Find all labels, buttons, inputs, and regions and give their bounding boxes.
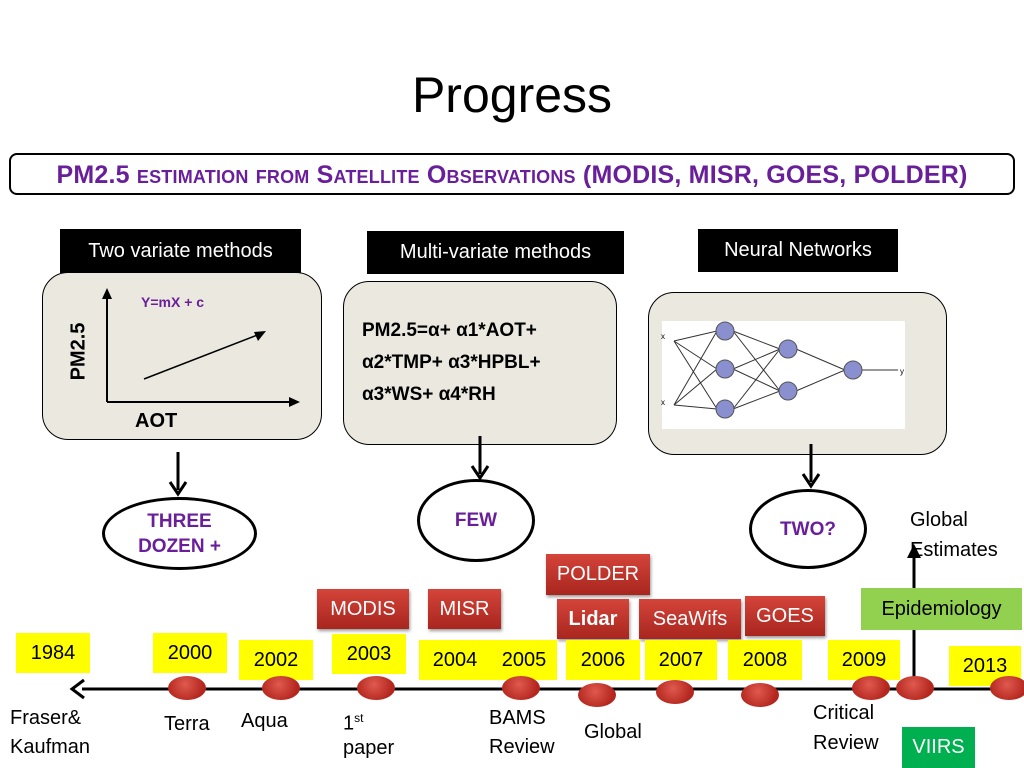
year-2000: 2000	[153, 633, 227, 673]
two-variate-panel	[42, 272, 322, 440]
equation-line-3: α3*WS+ α4*RH	[362, 384, 496, 405]
input-x2-label: x	[661, 398, 665, 407]
timeline-marker-2005	[502, 676, 540, 700]
three-dozen-ellipse: THREE DOZEN +	[102, 497, 257, 570]
global-estimates-line-2: Estimates	[910, 539, 998, 561]
page-title: Progress	[411, 67, 613, 123]
critical-review-line-1: Critical	[813, 702, 875, 724]
equation-line-2: α2*TMP+ α3*HPBL+	[362, 352, 541, 373]
neural-networks-header: Neural Networks	[698, 229, 898, 272]
count-line-2: DOZEN +	[138, 535, 221, 557]
lidar-box: Lidar	[557, 599, 629, 639]
equation-line-1: PM2.5=α+ α1*AOT+	[362, 320, 537, 341]
year-2013: 2013	[949, 646, 1021, 686]
misr-box: MISR	[428, 589, 501, 629]
year-1984: 1984	[16, 633, 90, 673]
aqua-label: Aqua	[241, 710, 288, 732]
fraser-kaufman-line-1: Fraser&	[10, 707, 82, 729]
critical-review-line-2: Review	[813, 732, 879, 754]
x-axis-label: AOT	[135, 410, 178, 432]
polder-box: POLDER	[546, 554, 650, 595]
timeline-marker-2002	[262, 676, 300, 700]
bams-review-line-1: BAMS	[489, 707, 546, 729]
year-2008: 2008	[728, 640, 802, 680]
timeline-marker-2009	[852, 676, 890, 700]
input-x1-label: x	[661, 332, 665, 341]
multi-variate-panel	[343, 281, 617, 445]
few-ellipse: FEW	[417, 479, 535, 562]
linear-plot	[102, 288, 300, 407]
epidemiology-box: Epidemiology	[861, 588, 1022, 630]
two-variate-header: Two variate methods	[60, 229, 301, 273]
year-2005: 2005	[491, 640, 557, 680]
two-label: TWO?	[780, 518, 836, 540]
year-2006: 2006	[566, 640, 640, 680]
seawifs-box: SeaWifs	[639, 599, 741, 639]
timeline-marker-2007	[656, 680, 694, 704]
timeline-marker-2000	[168, 676, 206, 700]
output-y-label: y	[900, 367, 904, 376]
fraser-kaufman-line-2: Kaufman	[10, 736, 91, 758]
timeline-marker-2013	[990, 676, 1024, 700]
year-2002: 2002	[239, 640, 313, 680]
modis-box: MODIS	[317, 589, 409, 629]
first-paper-line-1: 1st	[343, 711, 364, 735]
goes-box: GOES	[745, 596, 825, 636]
subtitle-banner: PM2.5 estimation from Satellite Observat…	[9, 153, 1015, 195]
neural-network-diagram	[662, 321, 905, 429]
year-2009: 2009	[828, 640, 900, 680]
viirs-box: VIIRS	[902, 727, 975, 768]
timeline-marker-2003	[357, 676, 395, 700]
two-ellipse: TWO?	[749, 489, 867, 569]
bams-review-line-2: Review	[489, 736, 555, 758]
year-2003: 2003	[332, 634, 406, 674]
timeline-marker-2008	[741, 683, 779, 707]
year-2004: 2004	[419, 640, 491, 680]
multi-variate-header: Multi-variate methods	[367, 231, 624, 274]
first-paper-line-2: paper	[343, 737, 395, 759]
terra-label: Terra	[164, 713, 210, 735]
linear-equation: Y=mX + c	[141, 294, 205, 310]
year-2007: 2007	[645, 640, 717, 680]
count-line-1: THREE	[147, 510, 212, 532]
few-label: FEW	[454, 510, 498, 531]
global-label: Global	[584, 721, 642, 743]
timeline-marker-2006	[578, 683, 616, 707]
timeline-marker-2011	[896, 676, 934, 700]
global-estimates-line-1: Global	[910, 509, 968, 531]
